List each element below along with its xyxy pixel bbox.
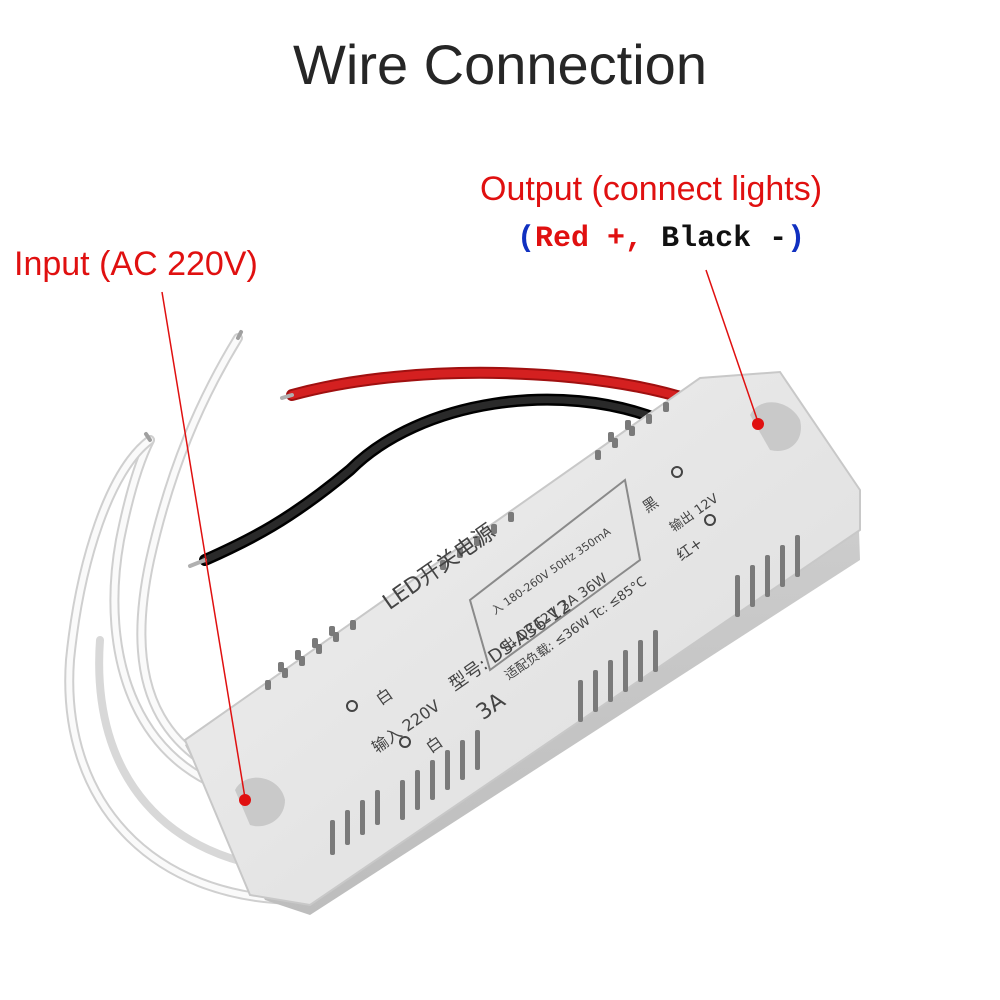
polarity-close-paren: ) xyxy=(787,222,806,256)
polarity-open-paren: ( xyxy=(517,222,536,256)
input-label: Input (AC 220V) xyxy=(14,245,258,283)
vent-holes xyxy=(265,402,800,855)
output-wires xyxy=(188,366,696,568)
polarity-black: Black - xyxy=(661,222,788,256)
page-title: Wire Connection xyxy=(293,33,707,96)
output-label: Output (connect lights) xyxy=(480,170,823,208)
input-pointer-dot xyxy=(239,794,251,806)
pointer-lines xyxy=(161,269,764,806)
polarity-red: Red +, xyxy=(535,222,644,256)
polarity-label: (Red +, Black -) xyxy=(517,222,805,256)
output-pointer-dot xyxy=(752,418,764,430)
power-supply-case xyxy=(183,370,861,915)
terminal-markers xyxy=(346,466,716,748)
